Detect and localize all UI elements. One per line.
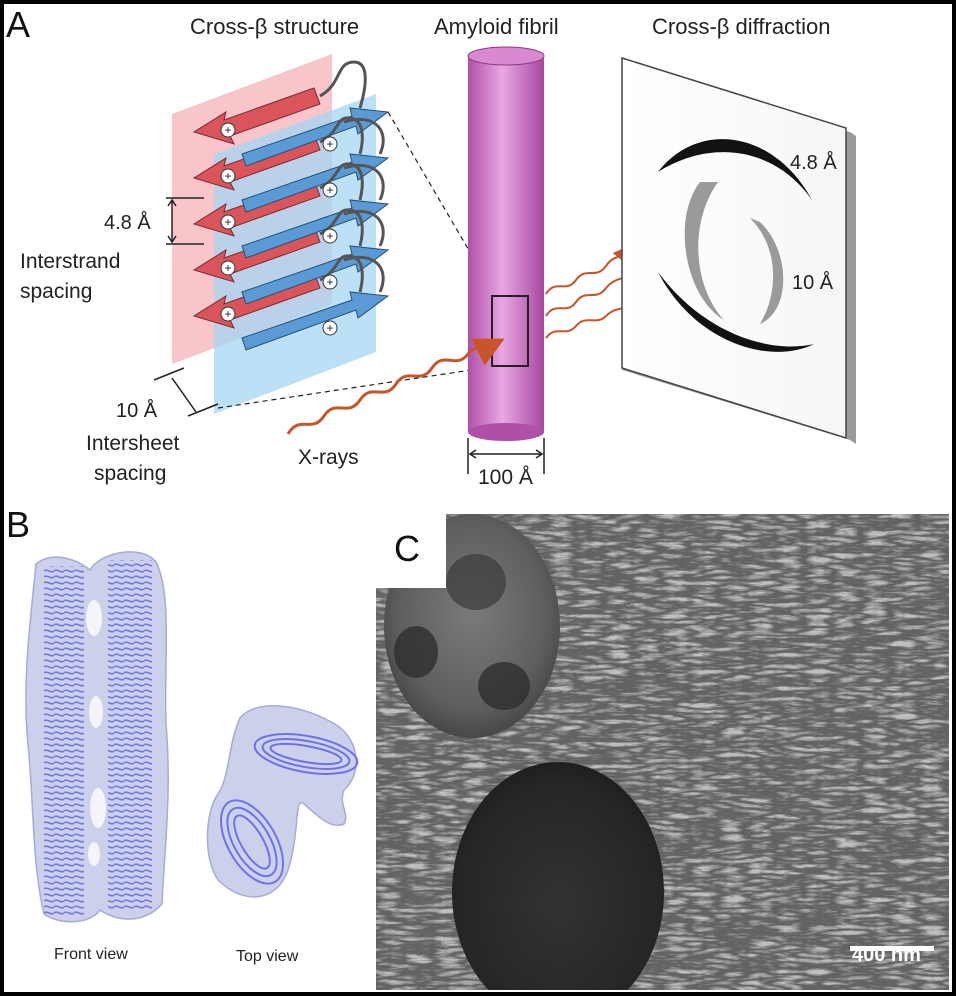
intersheet-label-line1: Intersheet <box>86 432 180 455</box>
zoom-dashed-line-bottom <box>217 365 499 409</box>
diffraction-inner-label: 10 Å <box>792 272 834 294</box>
electron-micrograph <box>376 514 949 990</box>
top-view-label: Top view <box>236 948 299 965</box>
svg-text:+: + <box>326 229 333 243</box>
diffraction-pattern <box>658 139 814 352</box>
svg-text:+: + <box>224 169 231 183</box>
charge-markers: + + + + + + + + + + <box>220 122 338 336</box>
svg-text:+: + <box>326 321 333 335</box>
cross-beta-structure-title: Cross-β structure <box>190 14 360 39</box>
cell-lower <box>452 762 664 990</box>
cross-beta-diffraction-title: Cross-β diffraction <box>652 14 831 39</box>
intersheet-value: 10 Å <box>116 400 158 422</box>
svg-text:+: + <box>224 261 231 275</box>
svg-text:+: + <box>326 183 333 197</box>
fibril-width-label: 100 Å <box>478 466 533 489</box>
micrograph-image <box>376 514 949 990</box>
top-view-model <box>206 705 359 898</box>
fibril-width-dimension <box>467 438 545 474</box>
strand-loops <box>319 60 385 293</box>
incoming-xray-wave <box>286 338 505 435</box>
xrays-label: X-rays <box>298 446 359 469</box>
interstrand-dimension <box>166 197 204 245</box>
panel-c-label-box <box>376 514 446 588</box>
interstrand-label-line2: spacing <box>20 280 93 303</box>
diffraction-outer-label: 4.8 Å <box>790 152 837 174</box>
interstrand-value: 4.8 Å <box>104 212 151 234</box>
figure-canvas: A Cross-β structure Amyloid fibril Cross… <box>4 4 952 992</box>
intersheet-dimension <box>153 367 219 417</box>
blue-strands <box>241 107 390 351</box>
intersheet-label-line2: spacing <box>94 462 167 485</box>
scale-bar <box>850 946 934 951</box>
svg-text:+: + <box>224 215 231 229</box>
panel-a-diagram: + + + + + + + + + + <box>153 46 856 474</box>
panel-b-letter: B <box>6 504 31 545</box>
interstrand-label-line1: Interstrand <box>20 250 121 273</box>
panel-c-letter: C <box>394 528 420 569</box>
svg-text:+: + <box>224 123 231 137</box>
svg-text:+: + <box>224 307 231 321</box>
front-view-model <box>25 551 169 923</box>
scale-bar-label: 400 nm <box>852 944 921 966</box>
amyloid-fibril-cylinder <box>467 46 545 441</box>
front-view-label: Front view <box>54 946 128 963</box>
panel-a-letter: A <box>6 4 31 45</box>
amyloid-fibril-title: Amyloid fibril <box>434 14 559 39</box>
svg-text:+: + <box>326 275 333 289</box>
diffraction-detector <box>621 56 856 444</box>
svg-text:+: + <box>326 137 333 151</box>
